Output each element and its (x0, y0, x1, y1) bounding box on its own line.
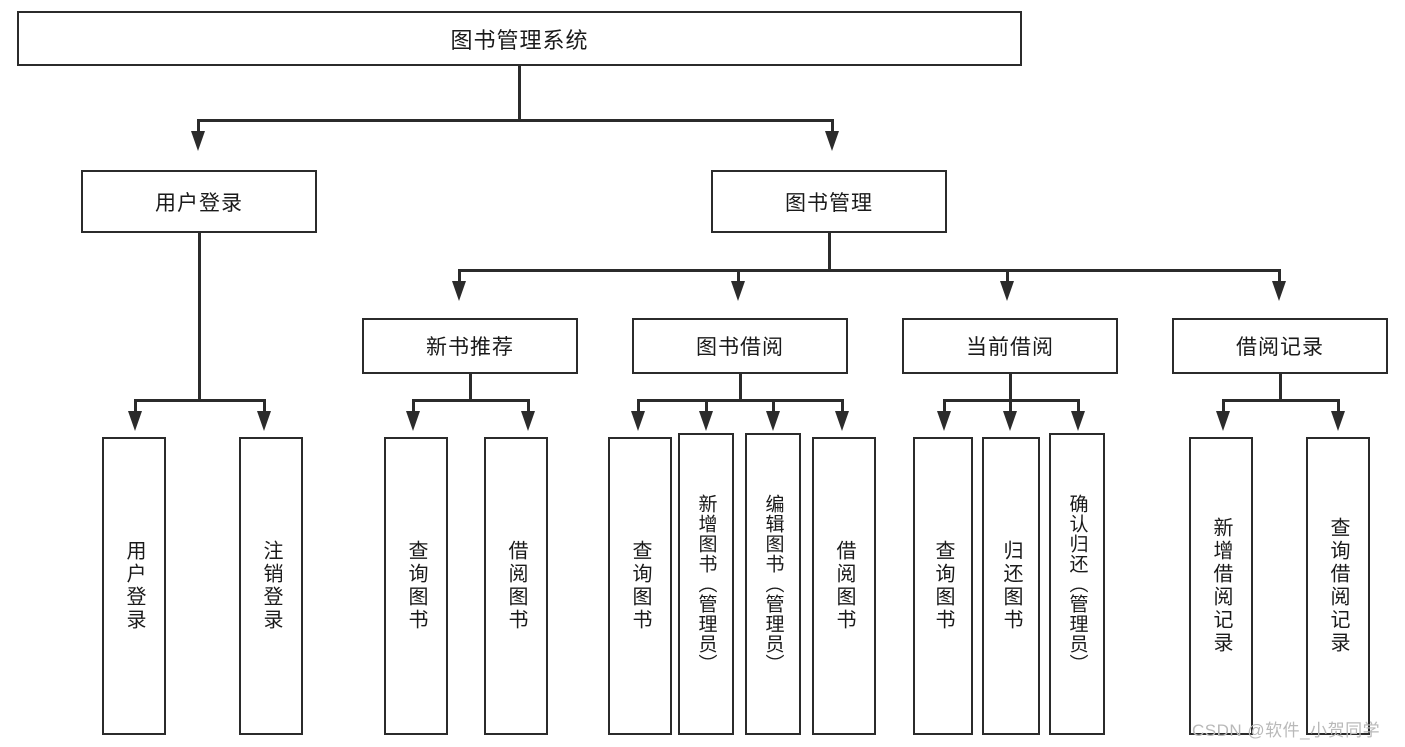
arrowhead-to-book-borrow (731, 281, 745, 301)
arrowhead-borrow-leaf-3 (766, 411, 780, 431)
node-new-book-recommend[interactable]: 新书推荐 (362, 318, 578, 374)
connector-level3-stub-1 (458, 269, 461, 283)
node-label: 用户登录 (155, 191, 243, 215)
node-current-borrow[interactable]: 当前借阅 (902, 318, 1118, 374)
arrowhead-borrow-leaf-2 (699, 411, 713, 431)
node-label: 新书推荐 (426, 336, 514, 359)
node-label: 新增图书（管理员） (695, 494, 717, 674)
leaf-logout[interactable]: 注销登录 (239, 437, 303, 735)
connector-user-login-stub-left (134, 399, 137, 413)
node-label: 归还图书 (1000, 540, 1022, 632)
csdn-watermark: CSDN @软件_小贺同学 (1192, 716, 1380, 741)
connector-records-drop (1279, 374, 1282, 402)
node-label: 编辑图书（管理员） (762, 494, 784, 674)
node-root-book-management-system[interactable]: 图书管理系统 (17, 11, 1022, 66)
connector-current-stub-2 (1009, 399, 1012, 413)
connector-borrow-stub-3 (772, 399, 775, 413)
leaf-return-book[interactable]: 归还图书 (982, 437, 1040, 735)
arrowhead-to-user-login (191, 131, 205, 151)
node-label: 确认归还（管理员） (1066, 494, 1088, 674)
leaf-confirm-return-admin[interactable]: 确认归还（管理员） (1049, 433, 1105, 735)
node-label: 借阅记录 (1236, 336, 1324, 359)
node-borrow-records[interactable]: 借阅记录 (1172, 318, 1388, 374)
connector-recommend-bus (412, 399, 529, 402)
node-label: 当前借阅 (966, 336, 1054, 359)
leaf-add-borrow-record[interactable]: 新增借阅记录 (1189, 437, 1253, 735)
leaf-borrow-book-recommend[interactable]: 借阅图书 (484, 437, 548, 735)
arrowhead-recommend-leaf-2 (521, 411, 535, 431)
node-label: 注销登录 (260, 540, 282, 632)
arrowhead-current-leaf-3 (1071, 411, 1085, 431)
connector-level3-stub-3 (1006, 269, 1009, 283)
node-label: 图书管理系统 (450, 27, 589, 53)
arrowhead-records-leaf-1 (1216, 411, 1230, 431)
arrowhead-current-leaf-1 (937, 411, 951, 431)
connector-recommend-stub-right (527, 399, 530, 413)
connector-level2-stub-left (197, 119, 200, 133)
connector-level3-bus (458, 269, 1280, 272)
arrowhead-recommend-leaf-1 (406, 411, 420, 431)
connector-recommend-stub-left (412, 399, 415, 413)
leaf-add-book-admin[interactable]: 新增图书（管理员） (678, 433, 734, 735)
node-book-management[interactable]: 图书管理 (711, 170, 947, 233)
connector-level2-stub-right (831, 119, 834, 133)
node-label: 查询图书 (629, 540, 651, 632)
node-label: 查询图书 (932, 540, 954, 632)
arrowhead-borrow-leaf-1 (631, 411, 645, 431)
arrowhead-borrow-leaf-4 (835, 411, 849, 431)
arrowhead-to-book-management (825, 131, 839, 151)
node-label: 借阅图书 (505, 540, 527, 632)
arrowhead-to-leaf-logout (257, 411, 271, 431)
connector-records-bus (1222, 399, 1339, 402)
connector-borrow-drop (739, 374, 742, 402)
leaf-query-borrow-record[interactable]: 查询借阅记录 (1306, 437, 1370, 735)
leaf-query-book-borrow[interactable]: 查询图书 (608, 437, 672, 735)
connector-recommend-drop (469, 374, 472, 402)
connector-borrow-stub-4 (841, 399, 844, 413)
connector-user-login-stub-right (263, 399, 266, 413)
node-label: 用户登录 (123, 540, 145, 632)
connector-borrow-bus (637, 399, 843, 402)
leaf-borrow-book[interactable]: 借阅图书 (812, 437, 876, 735)
node-label: 图书借阅 (696, 336, 784, 359)
connector-level3-stub-2 (737, 269, 740, 283)
arrowhead-to-leaf-user-login (128, 411, 142, 431)
connector-borrow-stub-1 (637, 399, 640, 413)
node-label: 查询借阅记录 (1327, 517, 1349, 655)
arrowhead-to-borrow-records (1272, 281, 1286, 301)
node-label: 新增借阅记录 (1210, 517, 1232, 655)
leaf-query-book-current[interactable]: 查询图书 (913, 437, 973, 735)
leaf-user-login[interactable]: 用户登录 (102, 437, 166, 735)
connector-records-stub-right (1337, 399, 1340, 413)
connector-user-login-bus (134, 399, 265, 402)
node-user-login[interactable]: 用户登录 (81, 170, 317, 233)
leaf-query-book-recommend[interactable]: 查询图书 (384, 437, 448, 735)
connector-records-stub-left (1222, 399, 1225, 413)
connector-user-login-drop (198, 233, 201, 401)
node-label: 借阅图书 (833, 540, 855, 632)
node-label: 查询图书 (405, 540, 427, 632)
connector-current-stub-1 (943, 399, 946, 413)
connector-root-drop (518, 66, 521, 120)
arrowhead-to-new-book-recommend (452, 281, 466, 301)
connector-current-stub-3 (1077, 399, 1080, 413)
arrowhead-to-current-borrow (1000, 281, 1014, 301)
connector-level3-stub-4 (1278, 269, 1281, 283)
node-book-borrow[interactable]: 图书借阅 (632, 318, 848, 374)
connector-level2-bus (197, 119, 833, 122)
connector-current-drop (1009, 374, 1012, 402)
connector-borrow-stub-2 (705, 399, 708, 413)
watermark-text: CSDN @软件_小贺同学 (1192, 721, 1381, 740)
leaf-edit-book-admin[interactable]: 编辑图书（管理员） (745, 433, 801, 735)
node-label: 图书管理 (785, 191, 873, 215)
connector-book-management-drop (828, 233, 831, 271)
arrowhead-records-leaf-2 (1331, 411, 1345, 431)
arrowhead-current-leaf-2 (1003, 411, 1017, 431)
